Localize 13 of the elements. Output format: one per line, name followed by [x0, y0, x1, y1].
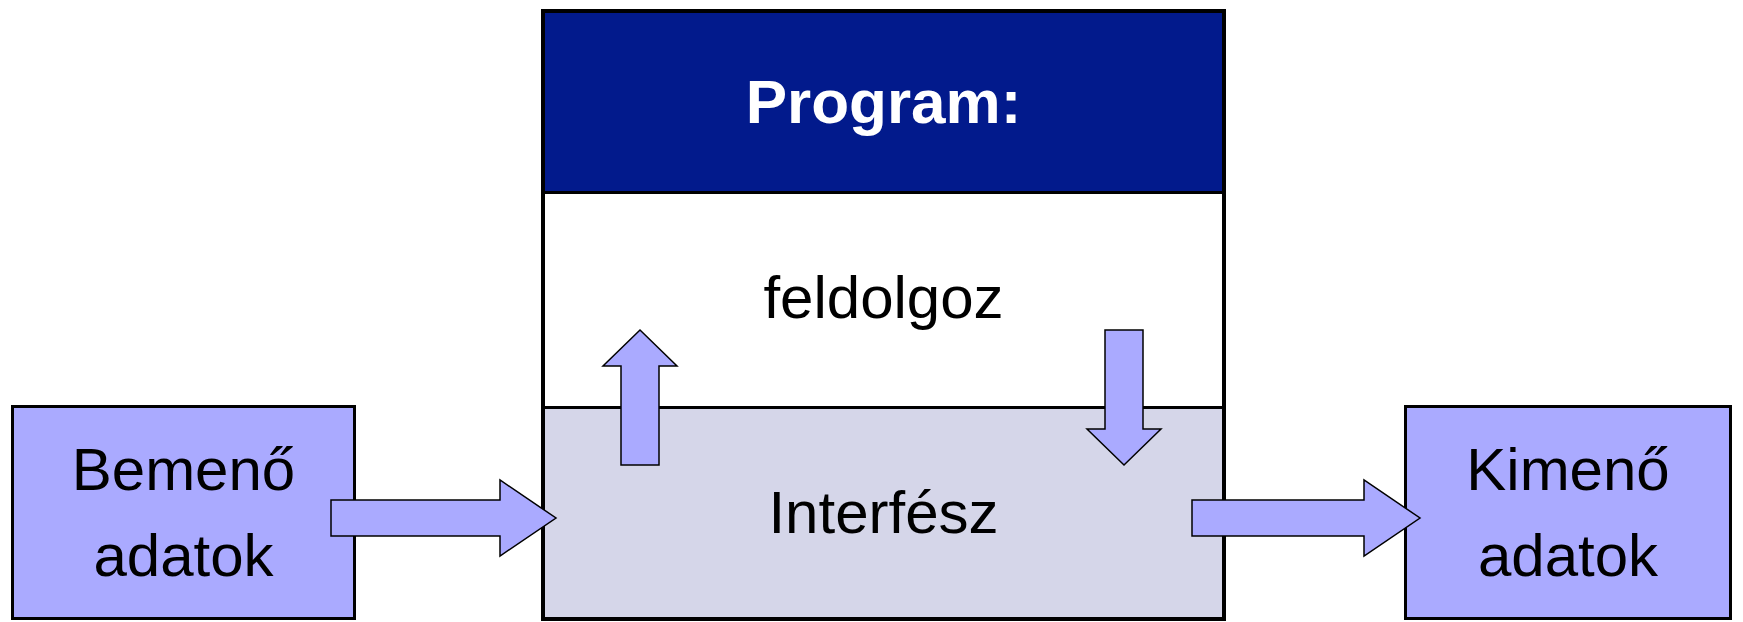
program-heading: Program: [545, 13, 1222, 191]
node-label: Kimenő adatok [1465, 434, 1671, 591]
block-arrow [1085, 329, 1163, 467]
interface-band [545, 406, 1222, 617]
input-box [11, 405, 356, 620]
input-box [1404, 405, 1732, 620]
block-arrow [1191, 478, 1422, 558]
block-arrow [330, 478, 558, 558]
node-label: Interfész [768, 478, 999, 548]
block-arrow [601, 328, 679, 466]
node-label: feldolgoz [763, 263, 1004, 333]
program-box [541, 9, 1226, 621]
node-label: Bemenő adatok [70, 434, 297, 591]
